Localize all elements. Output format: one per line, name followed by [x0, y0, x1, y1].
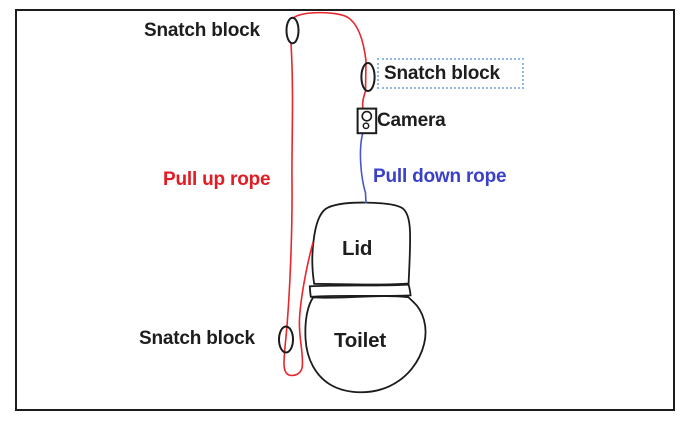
pull-down-rope-line [359, 132, 367, 204]
pull-down-rope-label: Pull down rope [373, 166, 507, 187]
pulley-oval-icon [285, 16, 300, 45]
snatch-block-right-selection-box: Snatch block [377, 58, 524, 89]
snatch-block-bottom-label: Snatch block [139, 328, 255, 349]
camera-label: Camera [377, 110, 446, 131]
toilet-seat-shape [308, 283, 412, 298]
pulley-oval-icon [360, 62, 376, 92]
lid-label: Lid [342, 237, 373, 260]
lid-shape [311, 201, 412, 286]
camera-box-icon [356, 107, 378, 135]
toilet-bowl-shape [304, 295, 427, 394]
pull-up-rope-main-line [283, 42, 314, 377]
pull-up-rope-label: Pull up rope [163, 169, 271, 190]
toilet-label: Toilet [334, 329, 386, 352]
pulley-oval-icon [278, 325, 294, 354]
pull-up-rope-top-line [293, 11, 367, 109]
snatch-block-top-label: Snatch block [144, 20, 260, 41]
snatch-block-right-label: Snatch block [384, 62, 500, 84]
